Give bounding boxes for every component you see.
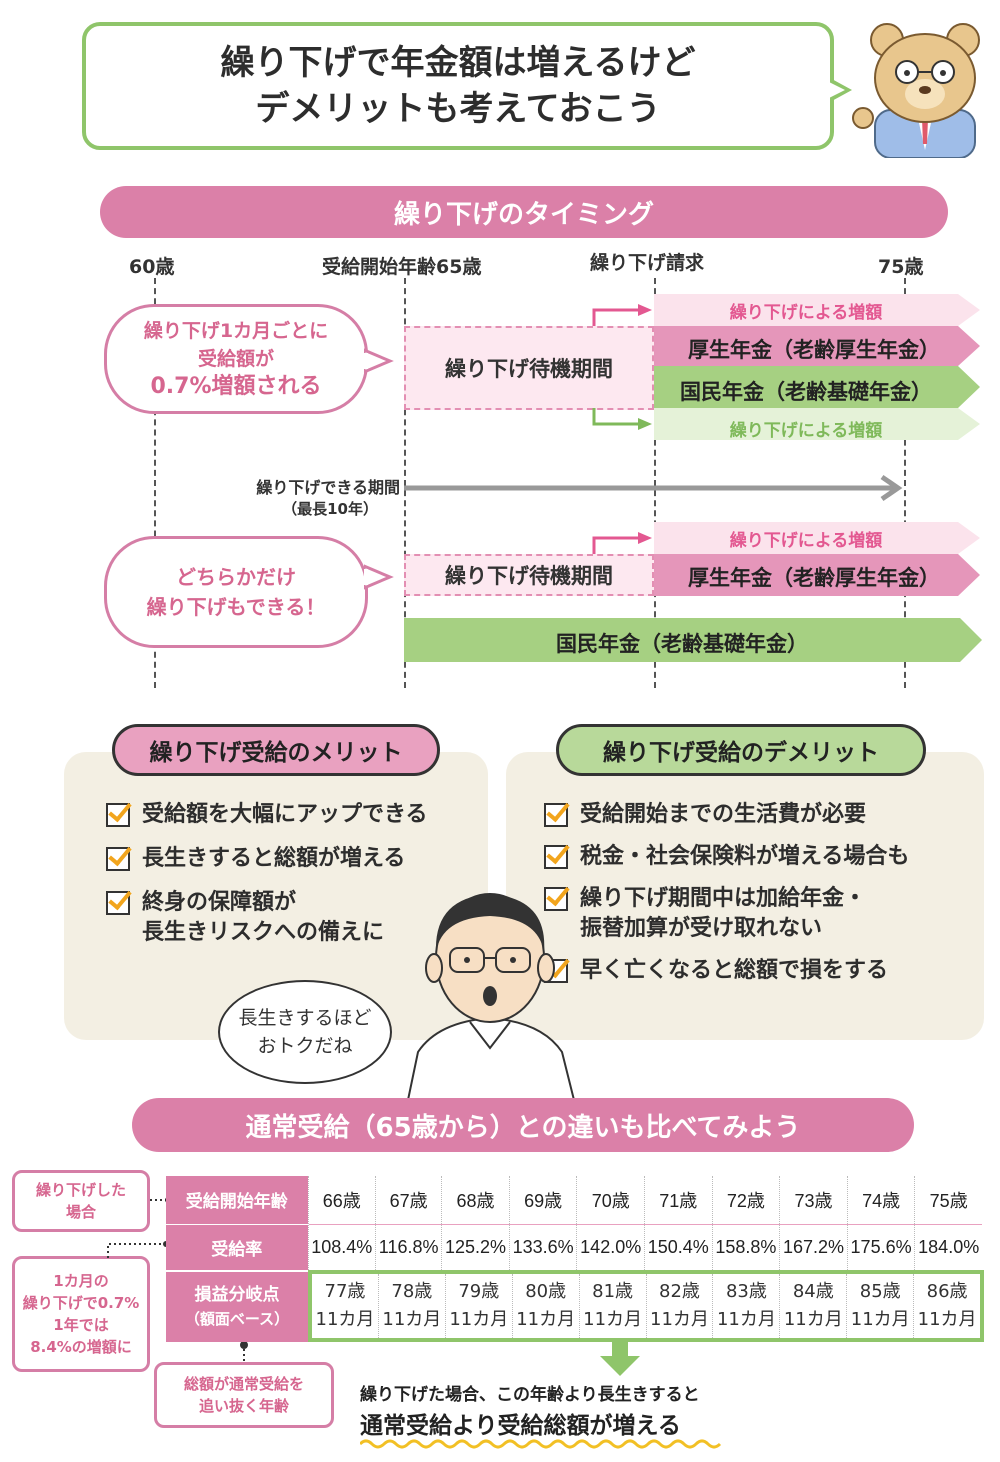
merit-list: 受給額を大幅にアップできる 長生きすると総額が増える 終身の保障額が長生きリスク…	[106, 800, 486, 948]
header-rate: 受給率	[166, 1223, 308, 1270]
side-box-breakeven: 総額が通常受給を追い抜く年齢	[154, 1362, 334, 1428]
row-rates: 受給率 108.4%116.8%125.2%133.6%142.0%150.4%…	[166, 1223, 982, 1270]
bubble1-line1: 繰り下げ1カ月ごとに	[143, 320, 329, 342]
period-label: 繰り下げできる期間	[256, 478, 400, 497]
check-icon	[106, 847, 130, 871]
increase-top-2: 繰り下げによる増額	[729, 531, 883, 551]
wait-period-2: 繰り下げ待機期間	[404, 554, 654, 596]
demerit-item-4: 早く亡くなると総額で損をする	[544, 956, 974, 986]
age-65-label: 受給開始年齢65歳	[322, 256, 482, 278]
check-icon	[544, 803, 568, 827]
period-sub: （最長10年）	[282, 500, 378, 518]
demerit-item-1: 受給開始までの生活費が必要	[544, 800, 974, 830]
increase-bottom-1: 繰り下げによる増額	[729, 421, 883, 441]
header-speech-box: 繰り下げで年金額は増えるけど デメリットも考えておこう	[82, 22, 852, 150]
age-60-label: 60歳	[129, 256, 175, 278]
bubble-either: どちらかだけ 繰り下げもできる！	[104, 536, 368, 648]
check-icon	[106, 891, 130, 915]
kokumin-bar-2: 国民年金（老齢基礎年金）	[556, 632, 808, 656]
speech-line2: おトクだね	[257, 1035, 353, 1057]
timeline-65	[404, 278, 406, 688]
header-breakeven: 損益分岐点（額面ベース）	[166, 1270, 308, 1342]
bubble1-tail-icon	[364, 348, 394, 374]
kosei-bar-1: 厚生年金（老齢厚生年金）	[688, 338, 940, 362]
bear-mascot-icon	[852, 23, 980, 158]
connector-arrows-1	[592, 304, 652, 430]
timeline-claim	[654, 278, 656, 688]
connector-arrow-2	[592, 532, 652, 554]
check-icon	[544, 887, 568, 911]
dotted-connector-2	[107, 1241, 169, 1258]
kokumin-bar-2-shape	[404, 618, 982, 662]
bottom-note-1: 繰り下げた場合、この年齢より長生きすると	[360, 1385, 700, 1405]
pension-bars-1	[654, 294, 980, 440]
bubble2-tail-icon	[364, 564, 394, 590]
down-arrow-icon	[600, 1342, 640, 1376]
demerit-item-3: 繰り下げ期間中は加給年金・振替加算が受け取れない	[544, 884, 974, 944]
period-arrow	[404, 474, 903, 502]
timing-title: 繰り下げのタイミング	[100, 186, 948, 238]
pension-bars-2	[654, 522, 980, 596]
check-icon	[544, 845, 568, 869]
demerit-item-2: 税金・社会保険料が増える場合も	[544, 842, 974, 872]
bubble2-line2: 繰り下げもできる！	[146, 595, 326, 619]
side-box-deferred: 繰り下げした場合	[12, 1170, 150, 1232]
demerit-list: 受給開始までの生活費が必要 税金・社会保険料が増える場合も 繰り下げ期間中は加給…	[544, 800, 974, 986]
merit-title: 繰り下げ受給のメリット	[112, 724, 440, 776]
demerit-panel	[506, 752, 984, 1040]
timeline-60	[154, 278, 156, 688]
increase-top-1: 繰り下げによる増額	[729, 303, 883, 323]
kokumin-bar-1: 国民年金（老齢基礎年金）	[680, 380, 932, 404]
timeline-75	[904, 278, 906, 688]
merit-item-2: 長生きすると総額が増える	[106, 844, 486, 874]
claim-label: 繰り下げ請求	[590, 252, 705, 274]
kosei-bar-2: 厚生年金（老齢厚生年金）	[688, 566, 940, 590]
check-icon	[106, 803, 130, 827]
demerit-title: 繰り下げ受給のデメリット	[556, 724, 926, 776]
bubble-increase: 繰り下げ1カ月ごとに 受給額が 0.7%増額される	[104, 304, 368, 414]
speech-bubble: 長生きするほど おトクだね	[218, 980, 392, 1084]
merit-item-3: 終身の保障額が長生きリスクへの備えに	[106, 888, 486, 948]
merit-item-1: 受給額を大幅にアップできる	[106, 800, 486, 830]
bottom-note-2: 通常受給より受給総額が増える	[360, 1413, 681, 1439]
wait-period-1: 繰り下げ待機期間	[404, 326, 654, 410]
bubble1-line3: 0.7%増額される	[150, 374, 322, 399]
age-75-label: 75歳	[878, 256, 924, 278]
man-illustration-icon	[406, 893, 576, 1100]
bubble1-line2: 受給額が	[197, 348, 274, 370]
speech-line1: 長生きするほど	[238, 1007, 372, 1029]
header-line2: デメリットも考えておこう	[255, 89, 661, 129]
dotted-connector-3	[240, 1341, 248, 1364]
bubble2-line1: どちらかだけ	[176, 565, 296, 589]
wavy-underline	[360, 1439, 722, 1449]
header-line1: 繰り下げで年金額は増えるけど	[220, 43, 696, 83]
compare-title: 通常受給（65歳から）との違いも比べてみよう	[132, 1098, 914, 1152]
header-age: 受給開始年齢	[166, 1176, 308, 1224]
